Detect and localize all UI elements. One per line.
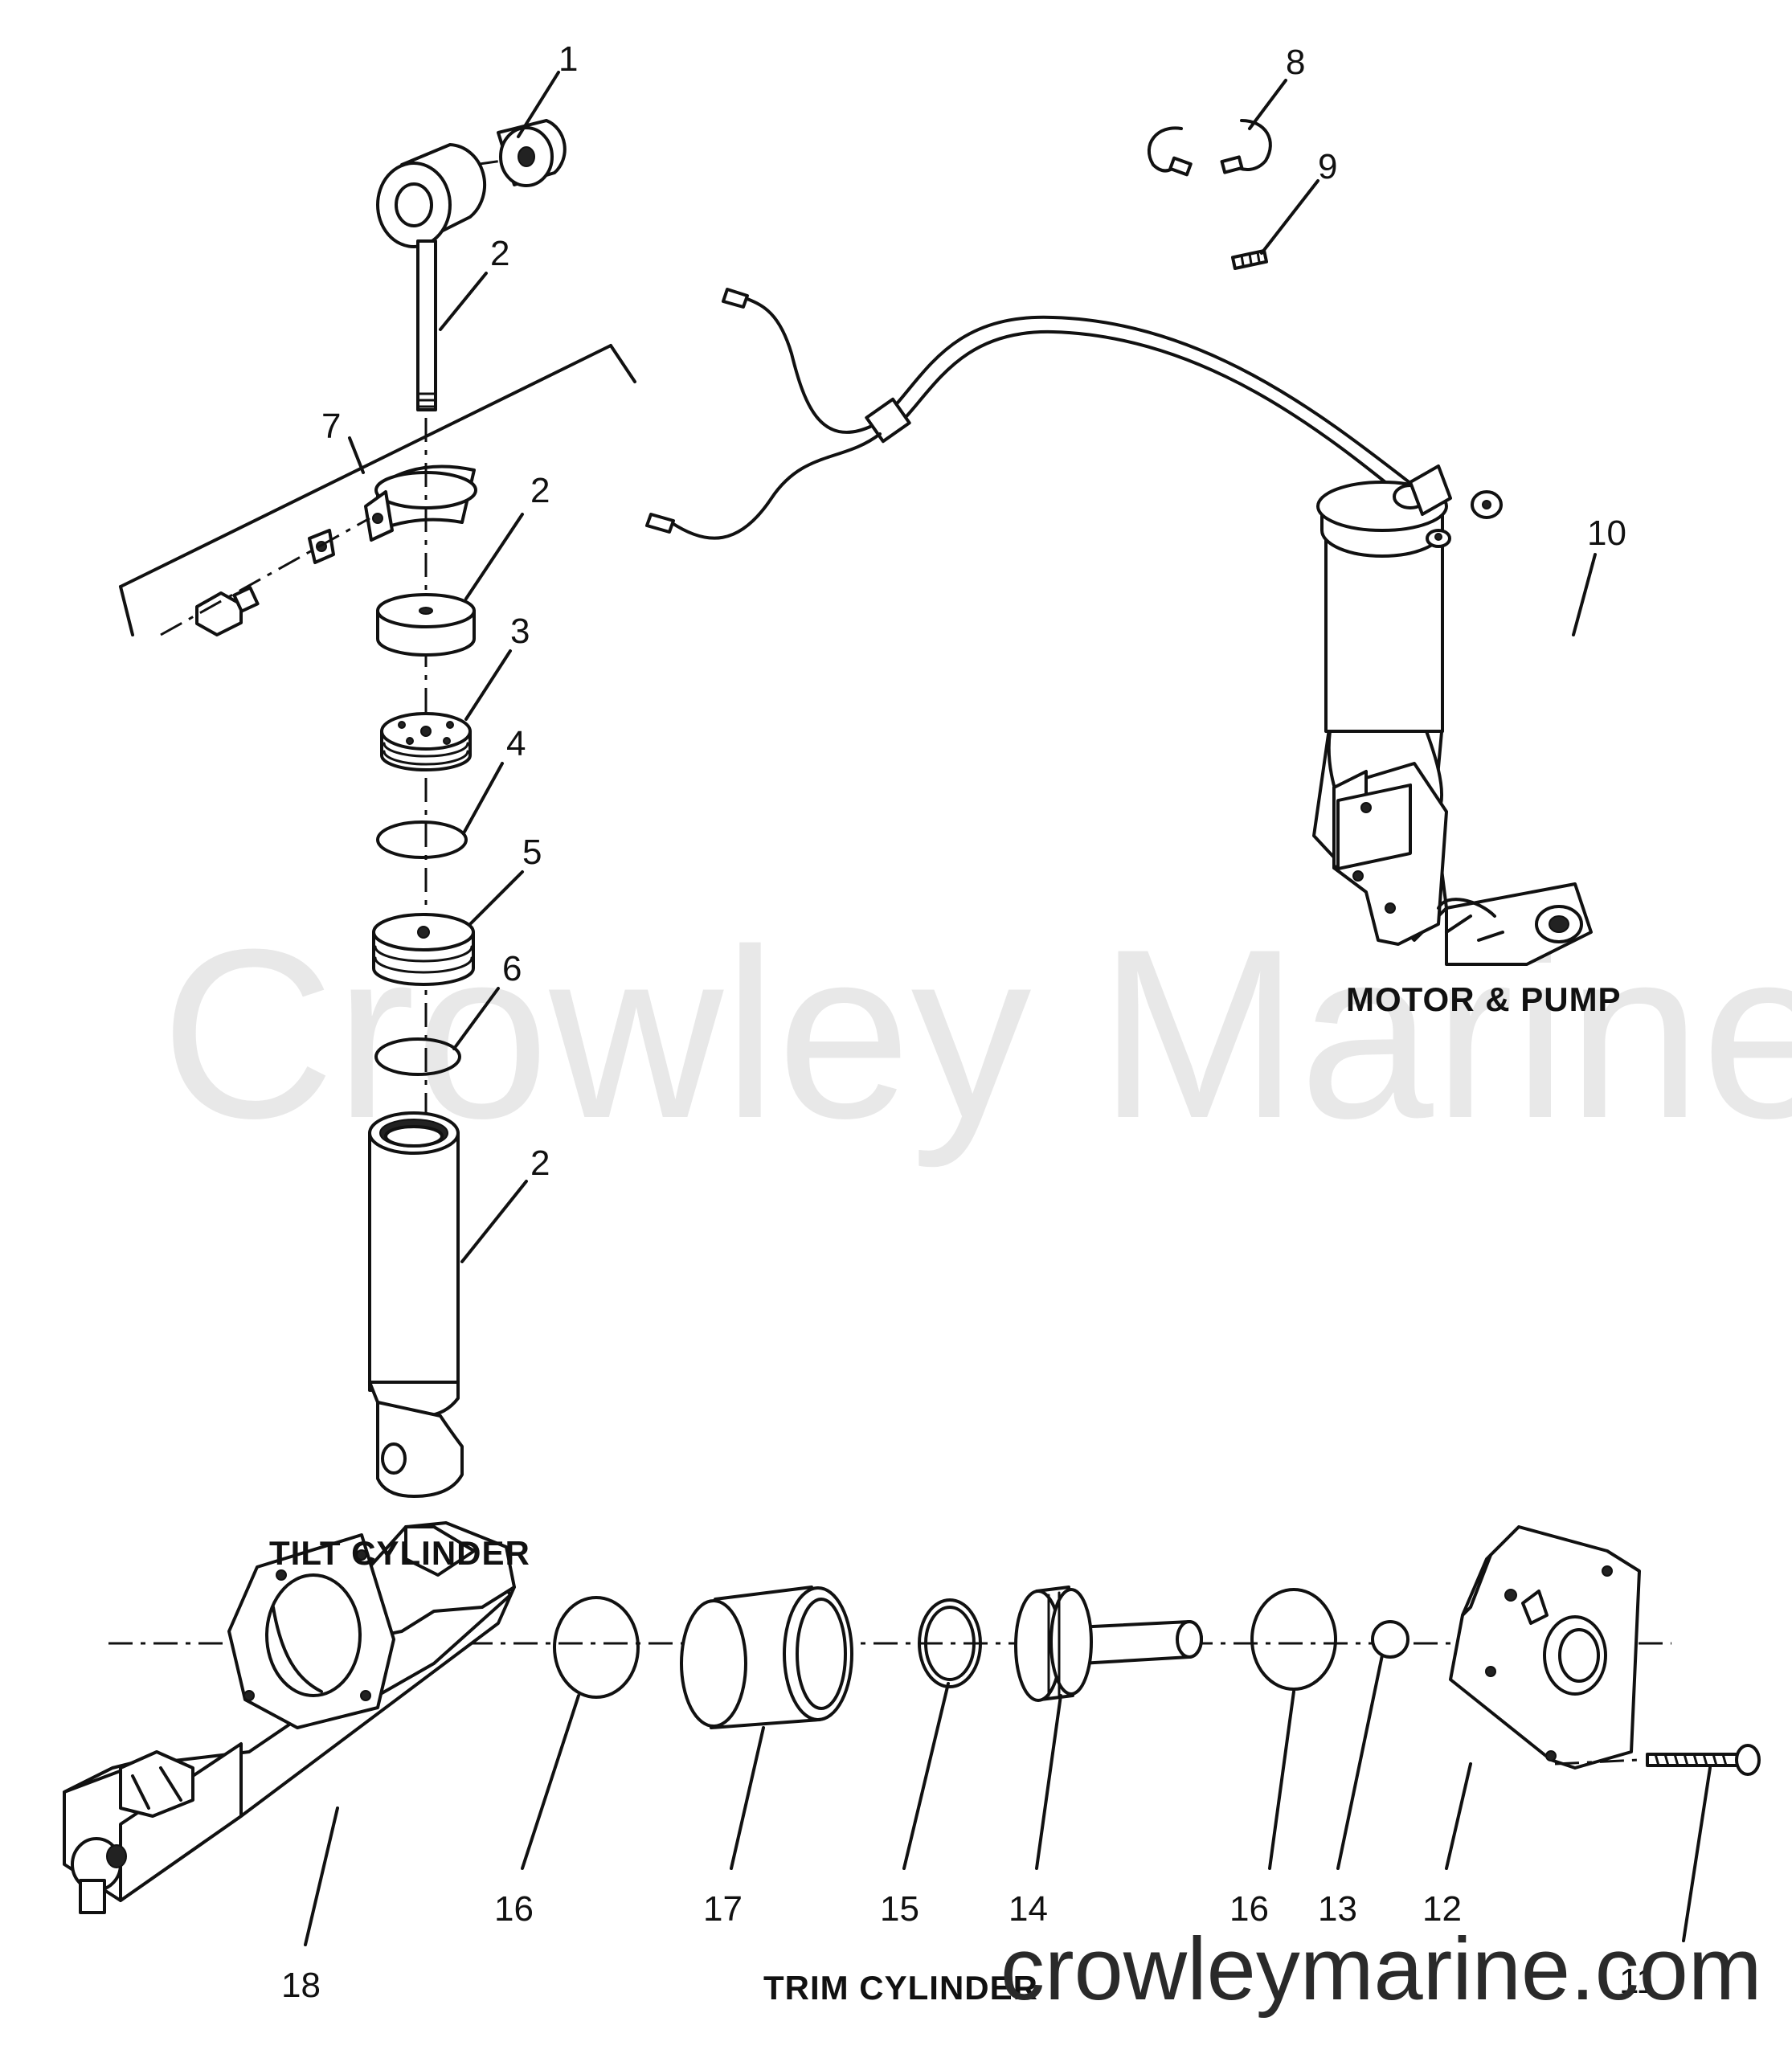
part-2-cap xyxy=(376,593,476,657)
part-12-end-cap xyxy=(1449,1525,1641,1770)
callout-2-cap: 2 xyxy=(530,471,550,510)
caption-trim-cylinder: TRIM CYLINDER xyxy=(763,1969,1038,2007)
callout-10: 10 xyxy=(1587,514,1626,553)
leader-lines xyxy=(304,71,1712,1946)
callout-13: 13 xyxy=(1318,1889,1357,1929)
callout-16-right: 16 xyxy=(1229,1889,1269,1929)
callout-8: 8 xyxy=(1286,43,1305,82)
callout-14: 14 xyxy=(1009,1889,1048,1929)
part-13-ball xyxy=(1371,1620,1409,1659)
part-14-piston-rod xyxy=(1014,1586,1203,1702)
part-17-sleeve xyxy=(680,1586,853,1729)
callout-11: 11 xyxy=(1619,1962,1656,2001)
part-9-pin xyxy=(1230,248,1269,271)
part-16-o-ring-right xyxy=(1250,1588,1337,1691)
part-1-bushing xyxy=(497,119,567,187)
callout-9: 9 xyxy=(1318,147,1337,186)
callout-5: 5 xyxy=(522,833,542,872)
part-4-o-ring xyxy=(376,820,468,859)
part-10-motor-pump xyxy=(645,288,1593,966)
part-7-bracket xyxy=(119,344,636,636)
callout-3: 3 xyxy=(510,612,530,651)
callout-4: 4 xyxy=(506,724,526,763)
callout-2-body: 2 xyxy=(530,1144,550,1183)
callout-2-rod: 2 xyxy=(490,234,509,273)
callout-16-left: 16 xyxy=(494,1889,534,1929)
callout-numbers: 1 2 7 2 3 4 5 6 2 8 9 10 12 13 16 14 15 … xyxy=(281,39,1656,2005)
callout-1: 1 xyxy=(558,39,578,79)
callout-6: 6 xyxy=(502,949,522,988)
part-15-o-ring xyxy=(918,1598,982,1688)
part-18-trim-housing xyxy=(63,1521,516,1914)
callout-15: 15 xyxy=(880,1889,919,1929)
callout-12: 12 xyxy=(1422,1889,1462,1929)
caption-tilt-cylinder: TILT CYLINDER xyxy=(269,1534,530,1572)
footer-url: crowleymarine.com xyxy=(1000,1920,1761,2019)
callout-18: 18 xyxy=(281,1966,321,2005)
part-8-clips xyxy=(1148,119,1272,177)
part-5-piston xyxy=(372,913,475,986)
part-2-tilt-cylinder-body xyxy=(368,1111,464,1498)
part-16-o-ring-left xyxy=(553,1596,640,1699)
callout-17: 17 xyxy=(703,1889,743,1929)
part-6-o-ring xyxy=(374,1037,461,1076)
part-3-gland xyxy=(380,712,472,771)
part-2-rod-eye xyxy=(376,143,487,411)
part-11-screw xyxy=(1554,1744,1761,1776)
callout-7: 7 xyxy=(321,407,341,446)
caption-motor-pump: MOTOR & PUMP xyxy=(1346,980,1622,1018)
